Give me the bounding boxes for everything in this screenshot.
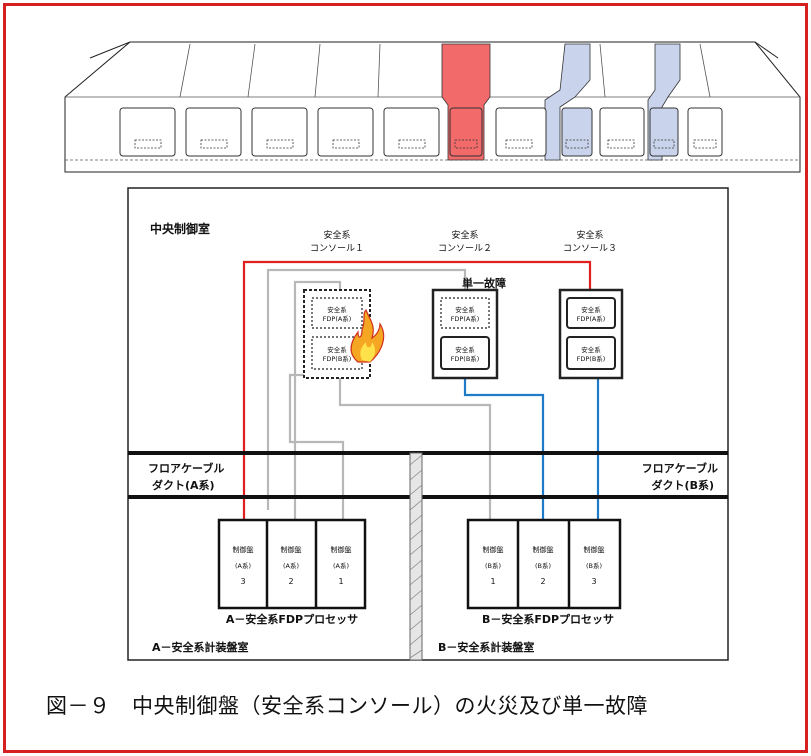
panel-b3-name: 制御盤 xyxy=(584,545,605,554)
panel-b1-num: 1 xyxy=(490,577,495,586)
console-2-title-line2: コンソール２ xyxy=(438,244,492,254)
highlight-console-blue-1 xyxy=(544,43,591,161)
figure-caption: 図－９ 中央制御盤（安全系コンソール）の火災及び単一故障 xyxy=(46,694,648,718)
panel-b3[interactable]: 制御盤 (B系) 3 xyxy=(584,545,605,586)
console-2-title-line1: 安全系 xyxy=(451,229,478,241)
console-illustration xyxy=(64,41,801,173)
cable-grey-1 xyxy=(266,268,467,510)
duct-b-line1: フロアケーブル xyxy=(642,461,718,475)
room-b-label: B－安全系計装盤室 xyxy=(438,640,534,654)
panel-b2-name: 制御盤 xyxy=(533,545,554,554)
processor-a[interactable] xyxy=(217,518,367,610)
panel-a2-num: 2 xyxy=(288,577,293,586)
console-3-title-line1: 安全系 xyxy=(576,229,603,241)
duct-b-line2: ダクト(B系) xyxy=(652,478,714,492)
room-a-label: A－安全系計装盤室 xyxy=(152,640,249,654)
cable-blue-b2[interactable] xyxy=(463,368,545,525)
panel-b2[interactable]: 制御盤 (B系) 2 xyxy=(533,545,554,586)
duct-a-line1: フロアケーブル xyxy=(148,461,224,475)
panel-a1[interactable]: 制御盤 (A系) 1 xyxy=(331,545,352,586)
console-1-title-line2: コンソール１ xyxy=(310,244,364,254)
cable-red-a3[interactable] xyxy=(242,260,592,525)
panel-a3-num: 3 xyxy=(240,577,245,586)
panel-a1-sys: (A系) xyxy=(333,561,349,570)
panel-a3-sys: (A系) xyxy=(235,561,251,570)
panel-b3-num: 3 xyxy=(591,577,596,586)
panel-a1-num: 1 xyxy=(338,577,343,586)
panel-a3[interactable]: 制御盤 (A系) 3 xyxy=(233,545,254,586)
panel-a2-sys: (A系) xyxy=(283,561,299,570)
panel-b1-sys: (B系) xyxy=(485,561,501,570)
panel-b2-num: 2 xyxy=(540,577,545,586)
processor-b[interactable] xyxy=(466,518,622,610)
processor-a-label: A－安全系FDPプロセッサ xyxy=(226,612,358,626)
fire-icon xyxy=(350,308,385,363)
panel-a2-name: 制御盤 xyxy=(281,545,302,554)
room-label: 中央制御室 xyxy=(150,221,210,236)
processor-b-label: B－安全系FDPプロセッサ xyxy=(482,612,614,626)
panel-a1-name: 制御盤 xyxy=(331,545,352,554)
panel-b2-sys: (B系) xyxy=(535,561,551,570)
console-1-title-line1: 安全系 xyxy=(323,229,350,241)
duct-a-line2: ダクト(A系) xyxy=(152,478,215,492)
cable-grey-4 xyxy=(338,370,492,525)
duct-wall xyxy=(409,452,423,661)
panel-b1-name: 制御盤 xyxy=(483,545,504,554)
panel-a2[interactable]: 制御盤 (A系) 2 xyxy=(281,545,302,586)
panel-b3-sys: (B系) xyxy=(586,561,602,570)
single-failure-label: 単一故障 xyxy=(462,276,506,290)
panel-b1[interactable]: 制御盤 (B系) 1 xyxy=(483,545,504,586)
panel-a3-name: 制御盤 xyxy=(233,545,254,554)
console-3-title-line2: コンソール３ xyxy=(563,244,617,254)
